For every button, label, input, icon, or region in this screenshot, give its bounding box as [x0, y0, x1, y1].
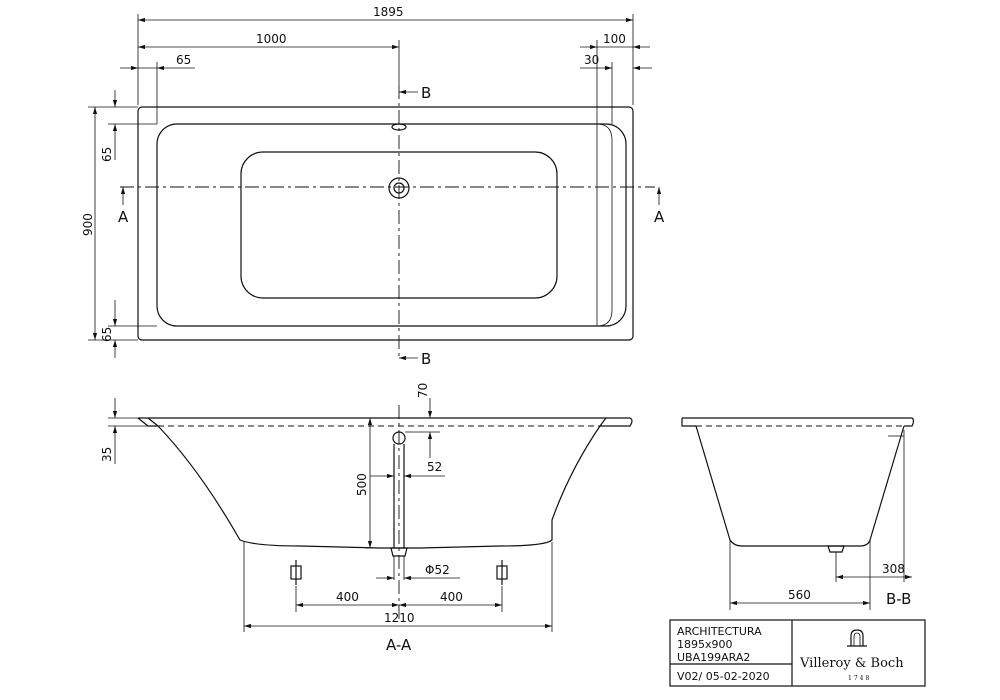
dim-rim-35: 35: [100, 447, 114, 462]
section-marker-b-top: B: [421, 84, 431, 102]
tub-inner-basin: [156, 123, 627, 327]
dim-width: 900: [81, 213, 95, 236]
title-block: ARCHITECTURA 1895x900 UBA199ARA2 V02/ 05…: [669, 619, 926, 687]
brand-name: Villeroy & Boch: [799, 656, 904, 671]
section-marker-b-bottom: B: [421, 350, 431, 368]
dim-overall-length: 1895: [373, 5, 404, 19]
drawing-version: V02/ 05-02-2020: [677, 670, 770, 683]
section-marker-a-right: A: [654, 208, 665, 226]
dim-left-offset: 65: [176, 53, 191, 67]
backrest-curve: [596, 123, 613, 327]
section-aa-rim: [137, 417, 633, 427]
foot-right: [496, 560, 508, 585]
dim-right-30: 30: [584, 53, 599, 67]
product-code: UBA199ARA2: [677, 651, 750, 664]
section-bb-view: 308 560 B-B: [681, 417, 915, 610]
top-view: B B A A 1895 1000 65 100 30: [81, 5, 665, 368]
section-aa-view: 35 70 52 500 Φ52 400 400 1210 A-A: [100, 383, 633, 654]
dim-base-1210: 1210: [384, 611, 415, 625]
brand-year: 1748: [848, 675, 871, 682]
foot-left: [290, 560, 302, 585]
section-bb-rim: [681, 417, 915, 427]
section-aa-label: A-A: [386, 636, 412, 654]
section-bb-label: B-B: [886, 590, 911, 608]
dim-drain-diameter: Φ52: [425, 563, 450, 577]
dim-overflow-70: 70: [416, 383, 430, 398]
tub-outer-rim: [137, 106, 634, 341]
dim-depth-500: 500: [355, 473, 369, 496]
dim-right-100: 100: [603, 32, 626, 46]
section-bb-profile: [695, 425, 905, 547]
dim-308: 308: [882, 562, 905, 576]
section-marker-a-left: A: [118, 208, 129, 226]
section-aa-drain: [390, 547, 408, 557]
dim-foot-right: 400: [440, 590, 463, 604]
section-aa-profile: [147, 417, 607, 549]
dim-top-65: 65: [100, 147, 114, 162]
dim-overflow-52: 52: [427, 460, 442, 474]
villeroy-boch-logo-icon: [847, 629, 867, 647]
dim-foot-left: 400: [336, 590, 359, 604]
product-size: 1895x900: [677, 638, 733, 651]
section-bb-drain: [827, 545, 845, 553]
dim-drain-position: 1000: [256, 32, 287, 46]
dim-bottom-65: 65: [100, 327, 114, 342]
product-name: ARCHITECTURA: [677, 625, 762, 638]
dim-560: 560: [788, 588, 811, 602]
